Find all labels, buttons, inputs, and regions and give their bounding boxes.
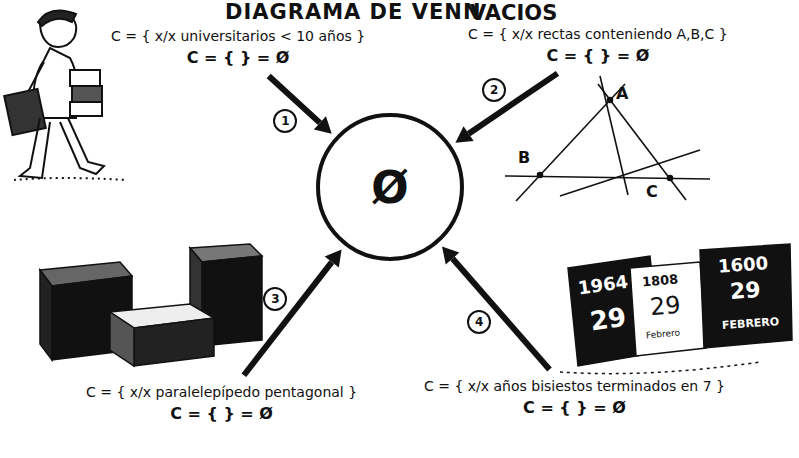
- student-drawing: [4, 10, 126, 180]
- arrow-connector: [244, 249, 342, 375]
- set-result-text: C = { } = Ø: [111, 46, 365, 70]
- calendar-year: 1964: [577, 273, 629, 298]
- calendar-month: FEBRERO: [722, 316, 780, 331]
- arrow-shaft: [453, 259, 550, 370]
- parallelepipeds-drawing: [40, 244, 262, 366]
- title: DIAGRAMA DE VENN: [225, 2, 481, 23]
- callout-number: 1: [273, 109, 297, 133]
- calendar-day: 29: [588, 304, 627, 335]
- circle-ring: [318, 115, 462, 259]
- set-definition: C = { x/x rectas conteniendo A,B,C }C = …: [462, 22, 734, 70]
- calendar-day: 29: [649, 293, 682, 320]
- calendar-year: 1808: [642, 272, 679, 288]
- title-part: VACIOS: [470, 3, 557, 24]
- set-definition-text: C = { x/x años bisiestos terminados en 7…: [424, 376, 725, 396]
- callout-number: 3: [263, 287, 287, 311]
- callout-number: 4: [467, 310, 491, 334]
- set-definition-text: C = { x/x rectas conteniendo A,B,C }: [468, 24, 728, 44]
- empty-set-symbol: Ø: [371, 162, 408, 213]
- arrow-shaft: [469, 73, 558, 133]
- arrow-connector: [269, 76, 332, 134]
- callout-number: 2: [482, 78, 506, 102]
- lines-figure: [505, 76, 710, 201]
- set-result-text: C = { } = Ø: [424, 396, 725, 420]
- point-label: C: [646, 184, 658, 200]
- arrow-connector: [455, 73, 557, 142]
- calendar-year: 1600: [717, 254, 768, 275]
- point-label: A: [616, 86, 628, 102]
- set-definition: C = { x/x universitarios < 10 años }C = …: [105, 24, 371, 72]
- arrow-connector: [442, 246, 550, 369]
- calendar-month: Febrero: [646, 329, 681, 341]
- set-definition-text: C = { x/x paralelepípedo pentagonal }: [86, 382, 357, 402]
- set-result-text: C = { } = Ø: [468, 44, 728, 68]
- venn-circle: Ø: [315, 112, 465, 262]
- set-result-text: C = { } = Ø: [86, 402, 357, 426]
- set-definition: C = { x/x paralelepípedo pentagonal }C =…: [80, 380, 363, 428]
- arrow-shaft: [244, 262, 332, 375]
- calendar-day: 29: [729, 279, 761, 303]
- set-definition: C = { x/x años bisiestos terminados en 7…: [418, 374, 731, 422]
- set-definition-text: C = { x/x universitarios < 10 años }: [111, 26, 365, 46]
- point-label: B: [518, 150, 530, 166]
- calendar-drawing: [560, 244, 792, 374]
